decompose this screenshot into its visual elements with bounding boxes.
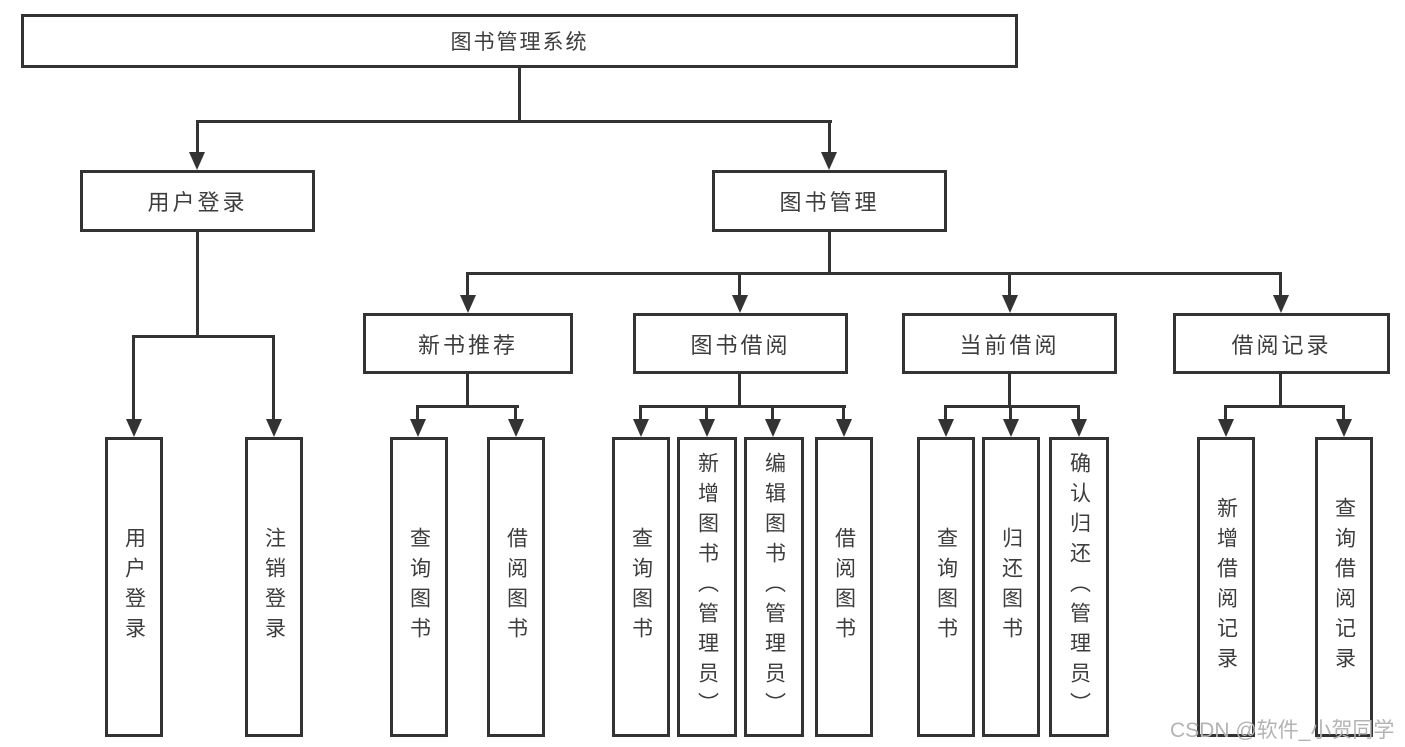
connector-line <box>416 405 519 408</box>
arrow-down-icon <box>410 419 426 437</box>
leaf-borrow-books-2: 借阅图书 <box>815 437 873 737</box>
arrow-down-icon <box>1218 419 1234 437</box>
leaf-borrow-books-1-label: 借阅图书 <box>504 527 528 647</box>
leaf-confirm-return-admin-label: 确认归还（管理员） <box>1067 452 1091 722</box>
node-book-management: 图书管理 <box>712 170 947 232</box>
node-borrow-record-label: 借阅记录 <box>1231 332 1332 358</box>
connector-line <box>514 405 517 421</box>
leaf-user-login: 用户登录 <box>105 437 163 737</box>
connector-line <box>1342 405 1345 421</box>
leaf-return-book: 归还图书 <box>982 437 1040 737</box>
node-current-borrow: 当前借阅 <box>902 313 1117 374</box>
connector-line <box>944 405 1080 408</box>
leaf-borrow-books-1: 借阅图书 <box>487 437 545 737</box>
arrow-down-icon <box>126 419 142 437</box>
leaf-query-books-1-label: 查询图书 <box>407 527 431 647</box>
arrow-down-icon <box>821 152 837 170</box>
leaf-query-books-3-label: 查询图书 <box>934 527 958 647</box>
leaf-query-books-3: 查询图书 <box>917 437 975 737</box>
arrow-down-icon <box>938 419 954 437</box>
leaf-add-book-admin: 新增图书（管理员） <box>677 437 737 737</box>
arrow-down-icon <box>633 419 649 437</box>
arrow-down-icon <box>266 419 282 437</box>
node-new-book-recommend: 新书推荐 <box>363 313 573 374</box>
leaf-add-borrow-record: 新增借阅记录 <box>1197 437 1255 737</box>
leaf-logout: 注销登录 <box>245 437 303 737</box>
arrow-down-icon <box>836 419 852 437</box>
connector-line <box>466 272 469 298</box>
arrow-down-icon <box>1336 419 1352 437</box>
leaf-query-books-2: 查询图书 <box>612 437 670 737</box>
connector-line <box>196 120 199 154</box>
connector-line <box>466 374 469 408</box>
connector-line <box>738 272 741 298</box>
connector-line <box>1008 272 1011 298</box>
connector-line <box>771 405 774 421</box>
leaf-query-borrow-record: 查询借阅记录 <box>1315 437 1373 737</box>
arrow-down-icon <box>699 419 715 437</box>
connector-line <box>196 232 199 338</box>
connector-line <box>1224 405 1227 421</box>
connector-line <box>466 272 1282 275</box>
leaf-add-borrow-record-label: 新增借阅记录 <box>1214 497 1238 677</box>
connector-line <box>842 405 845 421</box>
connector-line <box>132 335 275 338</box>
node-current-borrow-label: 当前借阅 <box>959 332 1060 358</box>
leaf-confirm-return-admin: 确认归还（管理员） <box>1049 437 1109 737</box>
connector-line <box>828 120 831 154</box>
csdn-watermark: CSDN @软件_小贺同学 <box>1170 719 1395 742</box>
connector-line <box>416 405 419 421</box>
leaf-query-books-1: 查询图书 <box>390 437 448 737</box>
connector-line <box>1077 405 1080 421</box>
node-book-borrow: 图书借阅 <box>633 313 848 374</box>
connector-line <box>518 68 521 120</box>
leaf-add-book-admin-label: 新增图书（管理员） <box>695 452 719 722</box>
leaf-edit-book-admin-label: 编辑图书（管理员） <box>762 452 786 722</box>
node-book-borrow-label: 图书借阅 <box>690 332 791 358</box>
arrow-down-icon <box>508 419 524 437</box>
arrow-down-icon <box>1071 419 1087 437</box>
connector-line <box>738 374 741 408</box>
leaf-edit-book-admin: 编辑图书（管理员） <box>744 437 804 737</box>
node-root: 图书管理系统 <box>21 14 1018 68</box>
leaf-query-books-2-label: 查询图书 <box>629 527 653 647</box>
connector-line <box>705 405 708 421</box>
leaf-return-book-label: 归还图书 <box>999 527 1023 647</box>
arrow-down-icon <box>1002 295 1018 313</box>
arrow-down-icon <box>189 152 205 170</box>
node-borrow-record: 借阅记录 <box>1173 313 1390 374</box>
connector-line <box>272 335 275 421</box>
arrow-down-icon <box>1003 419 1019 437</box>
connector-line <box>639 405 642 421</box>
node-root-label: 图书管理系统 <box>450 31 589 54</box>
leaf-query-borrow-record-label: 查询借阅记录 <box>1332 497 1356 677</box>
arrow-down-icon <box>732 295 748 313</box>
node-new-book-recommend-label: 新书推荐 <box>417 332 518 358</box>
node-user-login-label: 用户登录 <box>147 190 248 215</box>
connector-line <box>196 120 832 123</box>
leaf-logout-label: 注销登录 <box>262 527 286 647</box>
connector-line <box>1009 405 1012 421</box>
connector-line <box>1279 272 1282 298</box>
leaf-user-login-label: 用户登录 <box>122 527 146 647</box>
arrow-down-icon <box>1273 295 1289 313</box>
connector-line <box>828 232 831 275</box>
connector-line <box>639 405 846 408</box>
node-book-management-label: 图书管理 <box>779 190 880 215</box>
node-user-login: 用户登录 <box>80 170 315 232</box>
arrow-down-icon <box>765 419 781 437</box>
connector-line <box>1008 374 1011 408</box>
connector-line <box>1279 374 1282 408</box>
connector-line <box>944 405 947 421</box>
connector-line <box>132 335 135 421</box>
connector-line <box>1224 405 1345 408</box>
arrow-down-icon <box>460 295 476 313</box>
leaf-borrow-books-2-label: 借阅图书 <box>832 527 856 647</box>
